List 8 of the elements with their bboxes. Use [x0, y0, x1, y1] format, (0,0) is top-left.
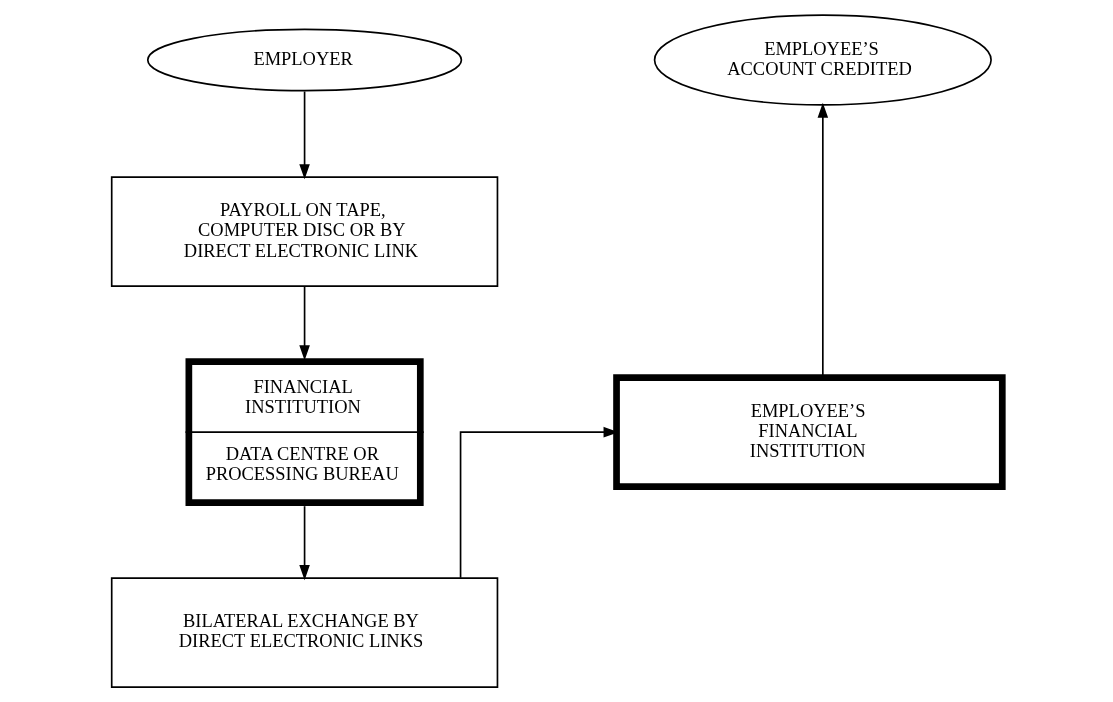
node-ellipse: EMPLOYER [146, 28, 462, 92]
node-ellipse: EMPLOYEE’S ACCOUNT CREDITED [653, 14, 992, 106]
arrow [298, 505, 310, 581]
node-box: BILATERAL EXCHANGE BY DIRECT ELECTRONIC LINKS [110, 577, 498, 688]
node-box: PAYROLL ON TAPE, COMPUTER DISC OR BY DIRECT ELECTRONIC LINK [110, 176, 498, 288]
arrow [298, 90, 310, 180]
node-box: EMPLOYEE’S FINANCIAL INSTITUTION [612, 374, 1006, 490]
arrow [298, 285, 310, 361]
